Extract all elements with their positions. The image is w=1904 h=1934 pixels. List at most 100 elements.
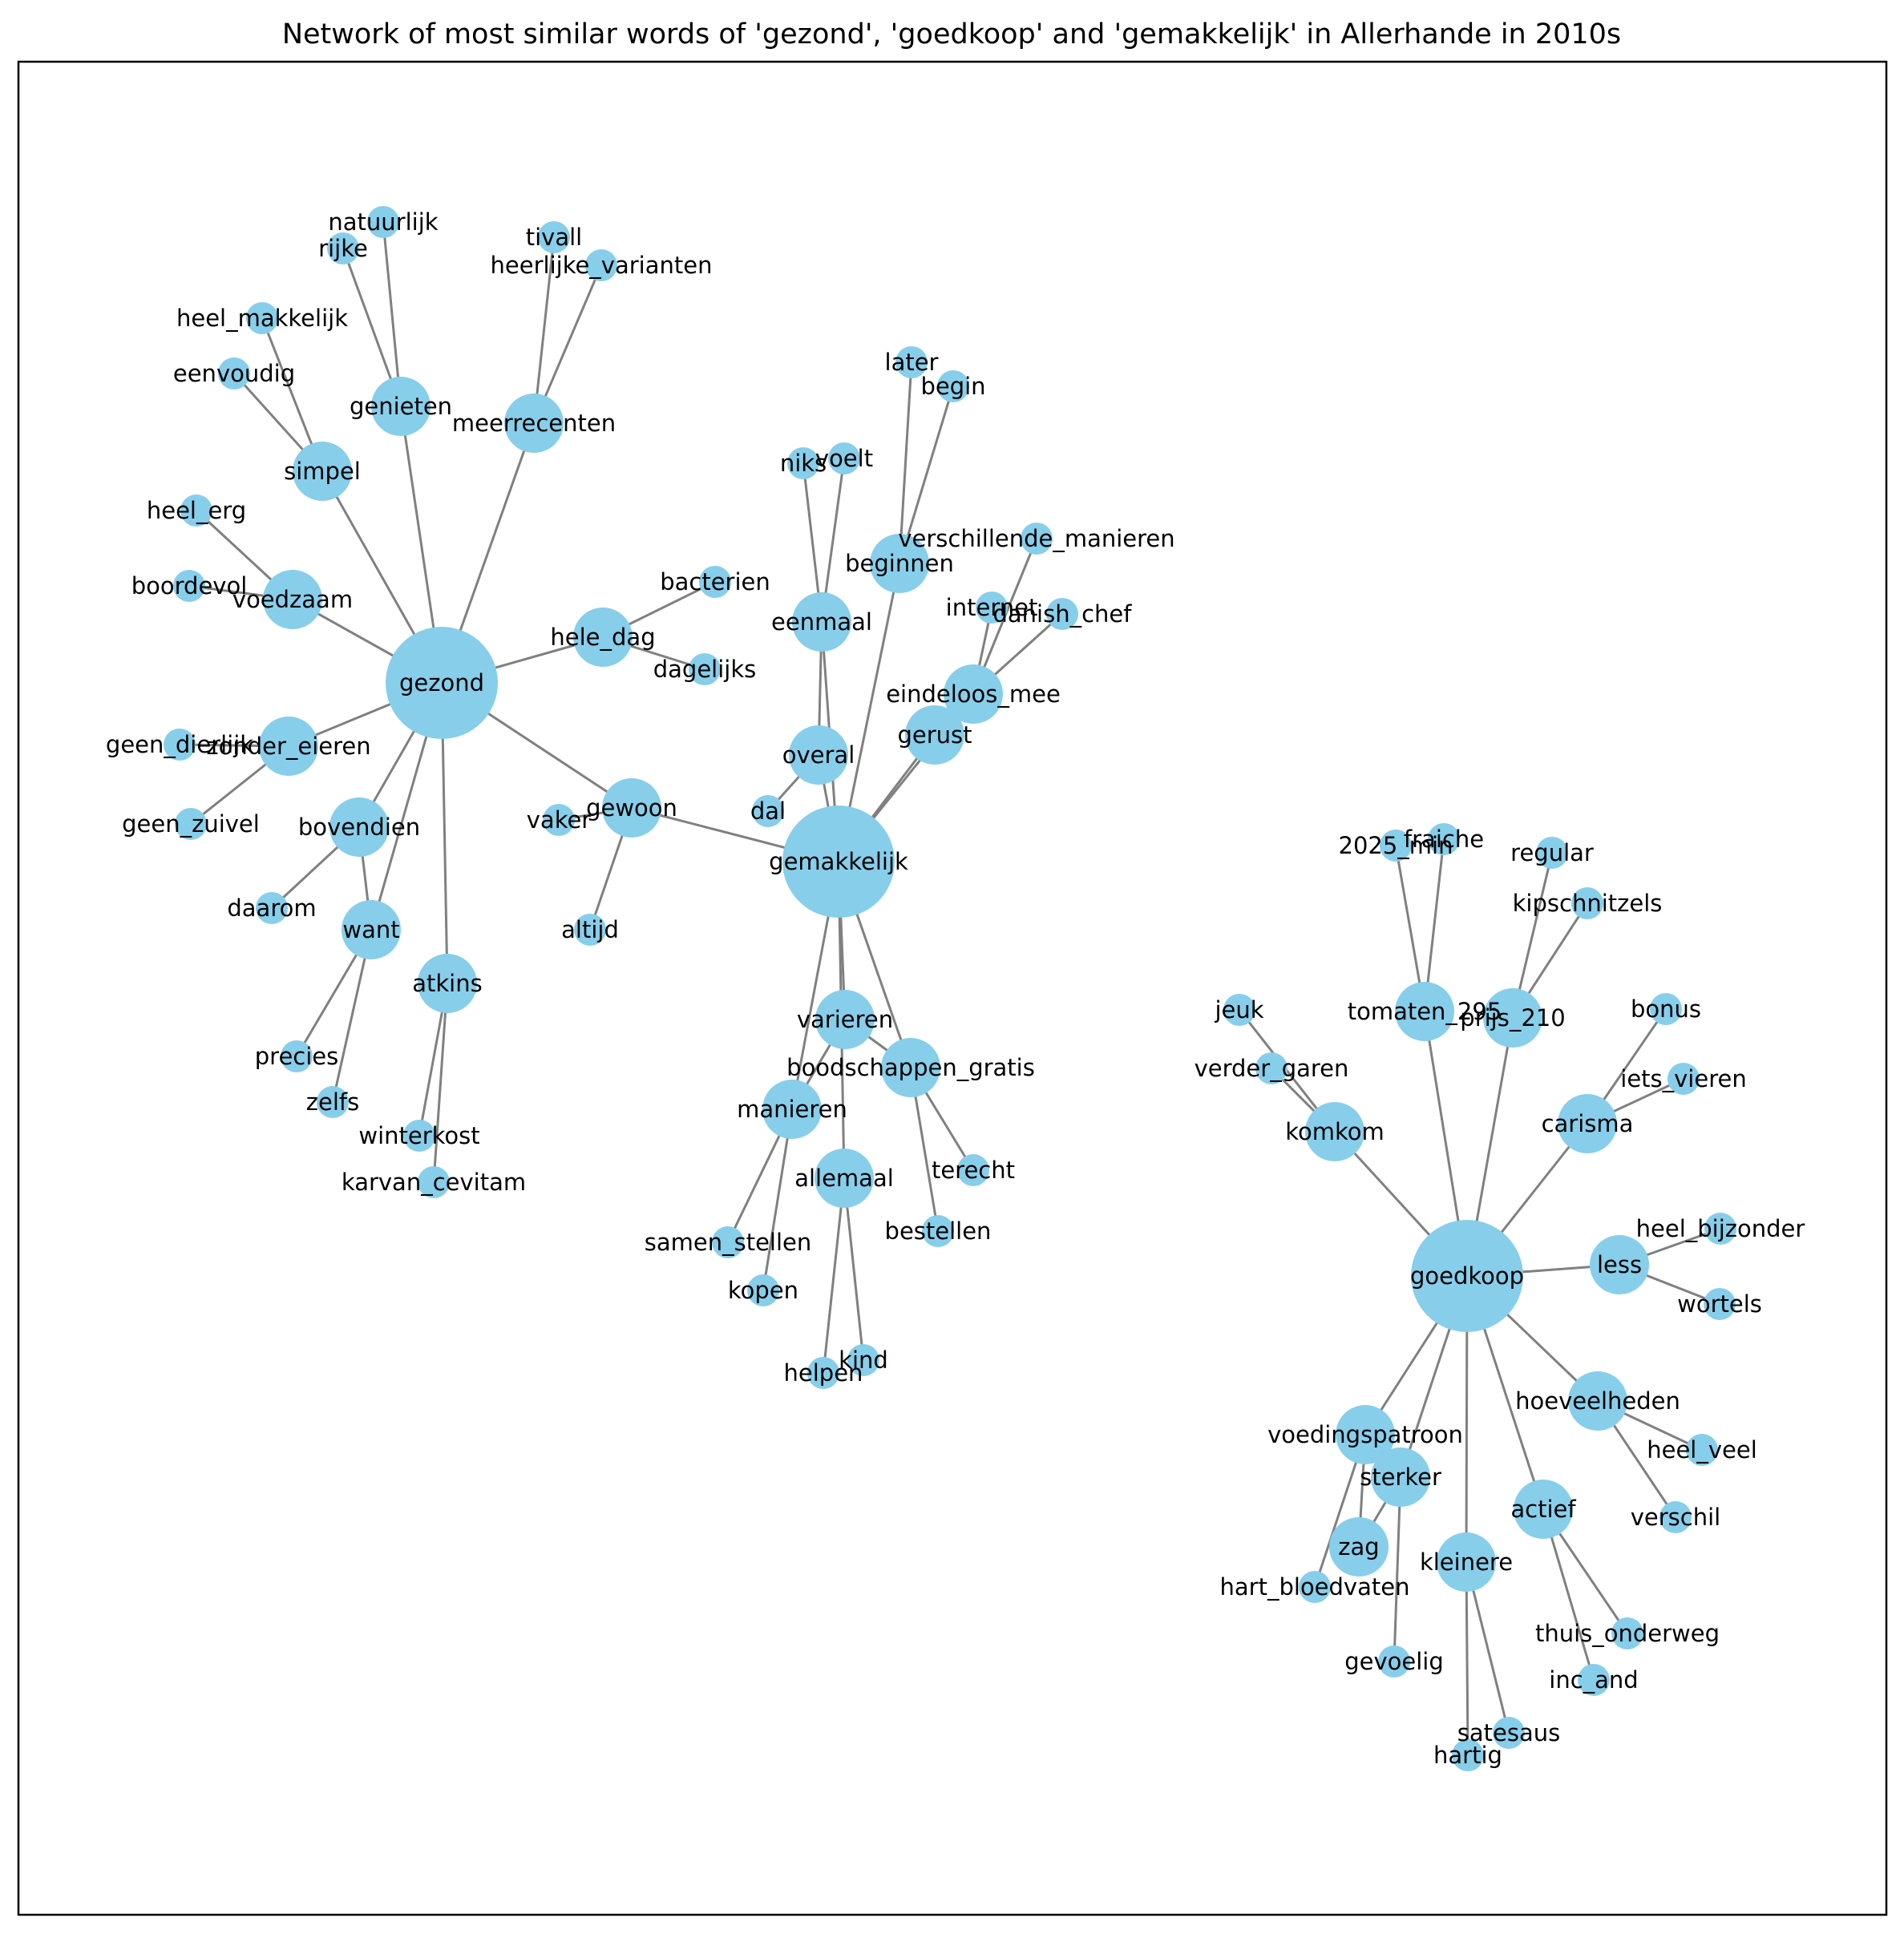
node-label-heel_veel: heel_veel: [1647, 1436, 1757, 1464]
edge-sterker-gevoelig: [1393, 1476, 1402, 1662]
node-label-gevoelig: gevoelig: [1344, 1648, 1444, 1675]
node-voedzaam: [263, 570, 322, 629]
node-label-beginnen: beginnen: [845, 550, 954, 577]
node-label-voelt: voelt: [815, 445, 873, 472]
nodes-layer: [164, 206, 1736, 1771]
edge-kleinere-hartig: [1465, 1561, 1469, 1756]
node-label-overal: overal: [782, 741, 855, 769]
edge-actief-inc_and: [1542, 1508, 1595, 1681]
labels-layer: gezondgemakkelijkgoedkoopgenietenmeerrec…: [106, 208, 1805, 1769]
edge-allemaal-kind: [843, 1177, 865, 1361]
node-label-eenvoudig: eenvoudig: [173, 360, 295, 387]
node-regular: [1536, 837, 1568, 869]
node-atkins: [418, 954, 477, 1013]
node-label-heel_makkelijk: heel_makkelijk: [176, 305, 348, 332]
node-heel_erg: [180, 495, 212, 527]
node-label-satesaus: satesaus: [1457, 1719, 1560, 1746]
node-label-begin: begin: [920, 373, 985, 400]
node-label-niks: niks: [780, 450, 827, 477]
node-label-zelfs: zelfs: [306, 1088, 359, 1116]
node-eenvoudig: [218, 357, 250, 390]
node-kleinere: [1437, 1532, 1496, 1592]
node-label-danish_chef: danish_chef: [993, 600, 1133, 628]
node-label-verschil: verschil: [1631, 1504, 1720, 1531]
node-kind: [847, 1344, 879, 1376]
node-label-kleinere: kleinere: [1420, 1548, 1513, 1576]
node-niks: [787, 447, 819, 479]
edge-genieten-natuurlijk: [382, 221, 402, 407]
node-helpen: [807, 1357, 839, 1389]
node-label-heerlijke_varianten: heerlijke_varianten: [491, 252, 713, 279]
node-label-later: later: [885, 349, 939, 376]
node-label-atkins: atkins: [412, 970, 482, 997]
node-boordevol: [173, 570, 205, 602]
node-beginnen: [870, 534, 929, 593]
node-daarom: [256, 892, 288, 924]
node-voedingspatroon: [1336, 1405, 1395, 1464]
node-label-thuis_onderweg: thuis_onderweg: [1535, 1620, 1720, 1647]
node-label-vaker: vaker: [527, 806, 592, 834]
node-goedkoop: [1411, 1220, 1523, 1332]
node-bovendien: [329, 797, 389, 857]
node-heel_veel: [1686, 1434, 1718, 1466]
node-komkom: [1305, 1102, 1364, 1161]
edges-layer: [179, 221, 1721, 1756]
node-winterkost: [403, 1120, 435, 1152]
node-label-karvan_cevitam: karvan_cevitam: [342, 1169, 526, 1196]
node-label-heel_bijzonder: heel_bijzonder: [1636, 1215, 1805, 1242]
node-label-genieten: genieten: [350, 393, 452, 420]
node-want: [342, 900, 401, 959]
edge-beginnen-later: [898, 361, 913, 564]
node-label-winterkost: winterkost: [358, 1122, 479, 1149]
node-heerlijke_varianten: [585, 249, 617, 281]
node-label-internet: internet: [946, 594, 1038, 621]
node-gerust: [905, 705, 964, 765]
node-internet: [976, 592, 1008, 624]
node-thuis_onderweg: [1611, 1617, 1643, 1649]
node-label-altijd: altijd: [561, 916, 619, 943]
node-label-natuurlijk: natuurlijk: [328, 208, 438, 236]
node-manieren: [762, 1080, 822, 1139]
node-label-hart_bloedvaten: hart_bloedvaten: [1220, 1573, 1410, 1601]
node-label-samen_stellen: samen_stellen: [645, 1229, 812, 1256]
node-tomaten_295: [1395, 982, 1454, 1041]
node-label-regular: regular: [1510, 839, 1594, 866]
node-fraiche: [1428, 823, 1460, 855]
node-label-carisma: carisma: [1542, 1110, 1634, 1137]
node-dal: [752, 795, 784, 827]
node-label-hele_dag: hele_dag: [550, 624, 655, 651]
node-prijs_210: [1483, 988, 1542, 1048]
node-label-allemaal: allemaal: [794, 1165, 894, 1192]
node-label-actief: actief: [1510, 1496, 1576, 1523]
node-label-boodschappen_gratis: boodschappen_gratis: [786, 1054, 1035, 1081]
node-zonder_eieren: [259, 717, 318, 776]
node-karvan_cevitam: [418, 1166, 450, 1198]
node-begin: [937, 370, 969, 402]
node-label-less: less: [1597, 1251, 1642, 1278]
node-label-gezond: gezond: [399, 669, 484, 696]
node-less: [1590, 1235, 1649, 1294]
node-label-eindeloos_mee: eindeloos_mee: [886, 680, 1061, 708]
node-label-heel_erg: heel_erg: [147, 497, 246, 524]
node-label-bovendien: bovendien: [298, 814, 420, 841]
node-hele_dag: [573, 608, 633, 667]
node-label-kipschnitzels: kipschnitzels: [1513, 890, 1663, 917]
edge-atkins-karvan_cevitam: [432, 983, 449, 1183]
node-label-bacterien: bacterien: [660, 568, 770, 596]
node-label-gemakkelijk: gemakkelijk: [769, 848, 908, 875]
node-gezond: [386, 627, 498, 739]
node-label-sterker: sterker: [1360, 1464, 1441, 1491]
node-bestellen: [922, 1215, 954, 1247]
node-label-kopen: kopen: [728, 1277, 798, 1304]
edge-meerrecenten-tivall: [532, 236, 556, 424]
node-altijd: [574, 914, 606, 946]
node-hart_bloedvaten: [1299, 1571, 1331, 1603]
node-inc_and: [1578, 1664, 1610, 1696]
node-label-bonus: bonus: [1631, 995, 1701, 1023]
node-label-fraiche: fraiche: [1404, 826, 1484, 853]
node-genieten: [371, 377, 431, 436]
plot-frame: [17, 60, 1888, 1916]
node-label-dal: dal: [750, 797, 786, 825]
node-sterker: [1371, 1447, 1430, 1507]
